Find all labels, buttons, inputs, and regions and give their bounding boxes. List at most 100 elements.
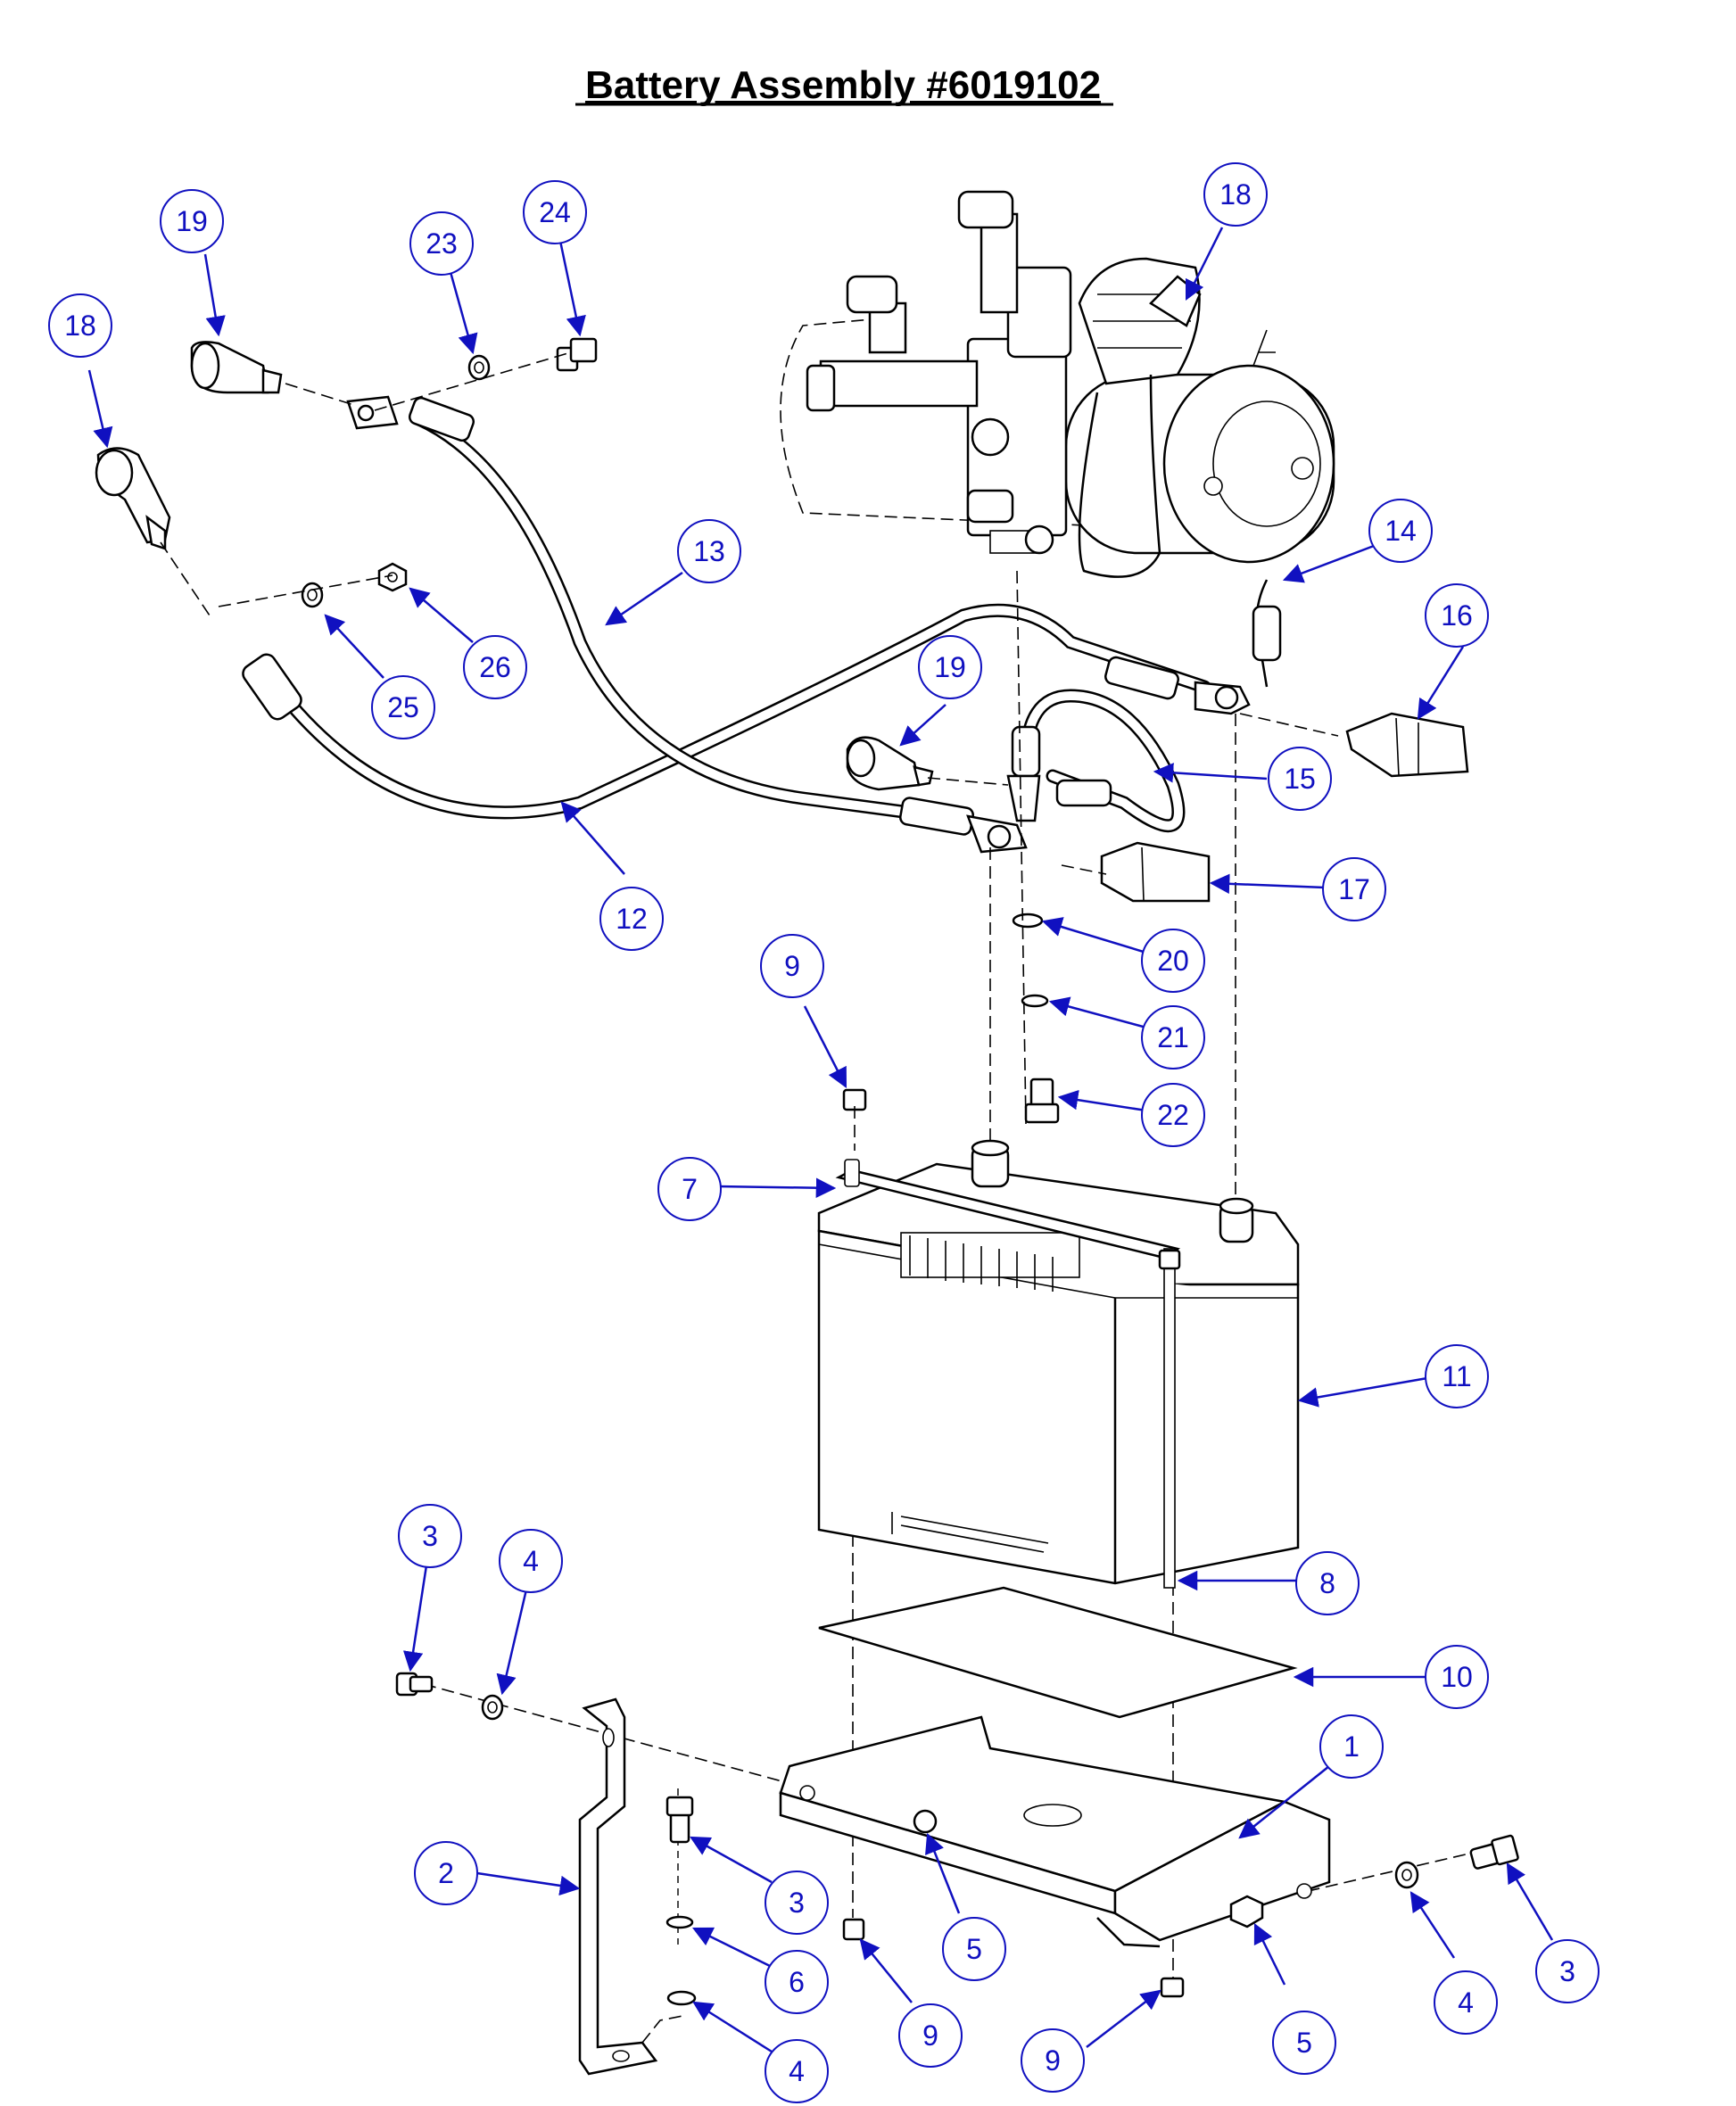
callout-14: 14 xyxy=(1368,499,1433,563)
callout-18-left: 18 xyxy=(48,293,112,358)
callout-15: 15 xyxy=(1268,747,1332,811)
cable-14 xyxy=(1252,579,1282,688)
callout-6: 6 xyxy=(765,1950,829,2014)
svg-text:5: 5 xyxy=(966,1933,982,1965)
svg-text:13: 13 xyxy=(693,535,725,567)
hydraulic-power-unit xyxy=(780,190,1335,578)
page-title: Battery Assembly #6019102 xyxy=(585,63,1101,107)
svg-text:9: 9 xyxy=(1045,2044,1061,2077)
callout-21: 21 xyxy=(1141,1005,1205,1070)
callout-3-right: 3 xyxy=(1535,1939,1600,2003)
support-bracket xyxy=(578,1697,683,2076)
callout-3-left: 3 xyxy=(398,1504,462,1568)
hardware-3-bolt-mid xyxy=(665,1796,694,1844)
callout-19-mid: 19 xyxy=(918,635,982,699)
hold-down-rod xyxy=(1158,1248,1181,1589)
callout-4-left: 4 xyxy=(499,1529,563,1593)
svg-text:3: 3 xyxy=(422,1520,438,1552)
svg-text:22: 22 xyxy=(1157,1099,1189,1131)
callout-3-mid: 3 xyxy=(765,1871,829,1935)
callout-5-right: 5 xyxy=(1272,2011,1336,2075)
callout-22: 22 xyxy=(1141,1083,1205,1147)
svg-text:10: 10 xyxy=(1441,1661,1473,1693)
callout-12: 12 xyxy=(599,887,664,951)
boot-19-top xyxy=(190,341,283,394)
svg-text:2: 2 xyxy=(438,1857,454,1889)
svg-text:3: 3 xyxy=(1559,1955,1575,1987)
svg-text:6: 6 xyxy=(789,1966,805,1998)
hardware-4-washer-left xyxy=(481,1694,504,1721)
svg-text:16: 16 xyxy=(1441,599,1473,632)
hardware-26-nut xyxy=(377,562,408,592)
svg-text:15: 15 xyxy=(1284,763,1316,795)
callout-26: 26 xyxy=(463,635,527,699)
callout-4-right: 4 xyxy=(1434,1970,1498,2035)
callout-23: 23 xyxy=(409,211,474,276)
cable-15 xyxy=(1006,689,1186,833)
svg-text:19: 19 xyxy=(934,651,966,683)
assembly-lines xyxy=(160,351,1482,1980)
svg-text:12: 12 xyxy=(616,903,648,935)
svg-text:7: 7 xyxy=(682,1173,698,1205)
callout-18-top: 18 xyxy=(1203,162,1268,227)
callout-11: 11 xyxy=(1425,1344,1489,1408)
hardware-6-lockwasher xyxy=(665,1915,694,1929)
svg-text:24: 24 xyxy=(539,196,571,228)
callouts: 19 23 24 18 18 13 14 16 26 25 19 15 17 1… xyxy=(48,162,1600,2103)
battery xyxy=(817,1139,1300,1585)
svg-text:17: 17 xyxy=(1338,873,1370,905)
svg-text:4: 4 xyxy=(1458,1986,1474,2019)
svg-text:21: 21 xyxy=(1157,1021,1189,1053)
callout-16: 16 xyxy=(1425,583,1489,648)
callout-7: 7 xyxy=(657,1157,722,1221)
callout-10: 10 xyxy=(1425,1645,1489,1709)
callout-9-bottom: 9 xyxy=(1021,2028,1085,2093)
boot-17 xyxy=(1100,841,1211,903)
hardware-4-washer-mid xyxy=(666,1990,697,2006)
callout-9-top: 9 xyxy=(760,934,824,998)
callout-25: 25 xyxy=(371,675,435,739)
hardware-3-bolt-right xyxy=(1469,1834,1519,1870)
callout-1: 1 xyxy=(1319,1714,1384,1779)
callout-4-mid: 4 xyxy=(765,2039,829,2103)
svg-text:23: 23 xyxy=(426,227,458,260)
svg-text:5: 5 xyxy=(1296,2027,1312,2059)
hardware-20-washer xyxy=(1012,913,1044,929)
callout-13: 13 xyxy=(677,519,741,583)
svg-text:25: 25 xyxy=(387,691,419,723)
callout-19-top: 19 xyxy=(160,189,224,253)
callout-24: 24 xyxy=(523,180,587,244)
boot-18-left xyxy=(95,447,171,550)
svg-text:8: 8 xyxy=(1319,1567,1335,1599)
svg-text:14: 14 xyxy=(1385,515,1417,547)
callout-8: 8 xyxy=(1295,1551,1360,1615)
hold-down-bar xyxy=(835,1159,1181,1259)
battery-pad xyxy=(818,1586,1298,1719)
boot-16 xyxy=(1345,712,1469,778)
hardware-21-lockwasher xyxy=(1021,994,1049,1008)
svg-text:18: 18 xyxy=(64,310,96,342)
svg-text:18: 18 xyxy=(1219,178,1252,211)
svg-text:9: 9 xyxy=(922,2019,938,2052)
callout-9-lower: 9 xyxy=(898,2003,963,2068)
callout-5-left: 5 xyxy=(942,1917,1006,1981)
hardware-4-washer-right xyxy=(1394,1861,1419,1889)
svg-text:4: 4 xyxy=(789,2055,805,2087)
svg-text:11: 11 xyxy=(1442,1360,1471,1392)
svg-text:19: 19 xyxy=(176,205,208,237)
svg-text:1: 1 xyxy=(1343,1730,1360,1763)
callout-17: 17 xyxy=(1322,857,1386,921)
callout-20: 20 xyxy=(1141,929,1205,993)
svg-text:20: 20 xyxy=(1157,945,1189,977)
cable-12 xyxy=(242,603,1251,820)
leaders xyxy=(87,227,1554,2053)
cable-13 xyxy=(346,395,1028,854)
callout-2: 2 xyxy=(414,1841,478,1905)
svg-text:3: 3 xyxy=(789,1887,805,1919)
hardware-9-nut-lower xyxy=(842,1918,865,1941)
battery-tray xyxy=(779,1715,1331,1948)
hardware-25-washer xyxy=(301,582,324,608)
svg-text:4: 4 xyxy=(523,1545,539,1577)
hardware-24-bolt xyxy=(556,337,598,372)
